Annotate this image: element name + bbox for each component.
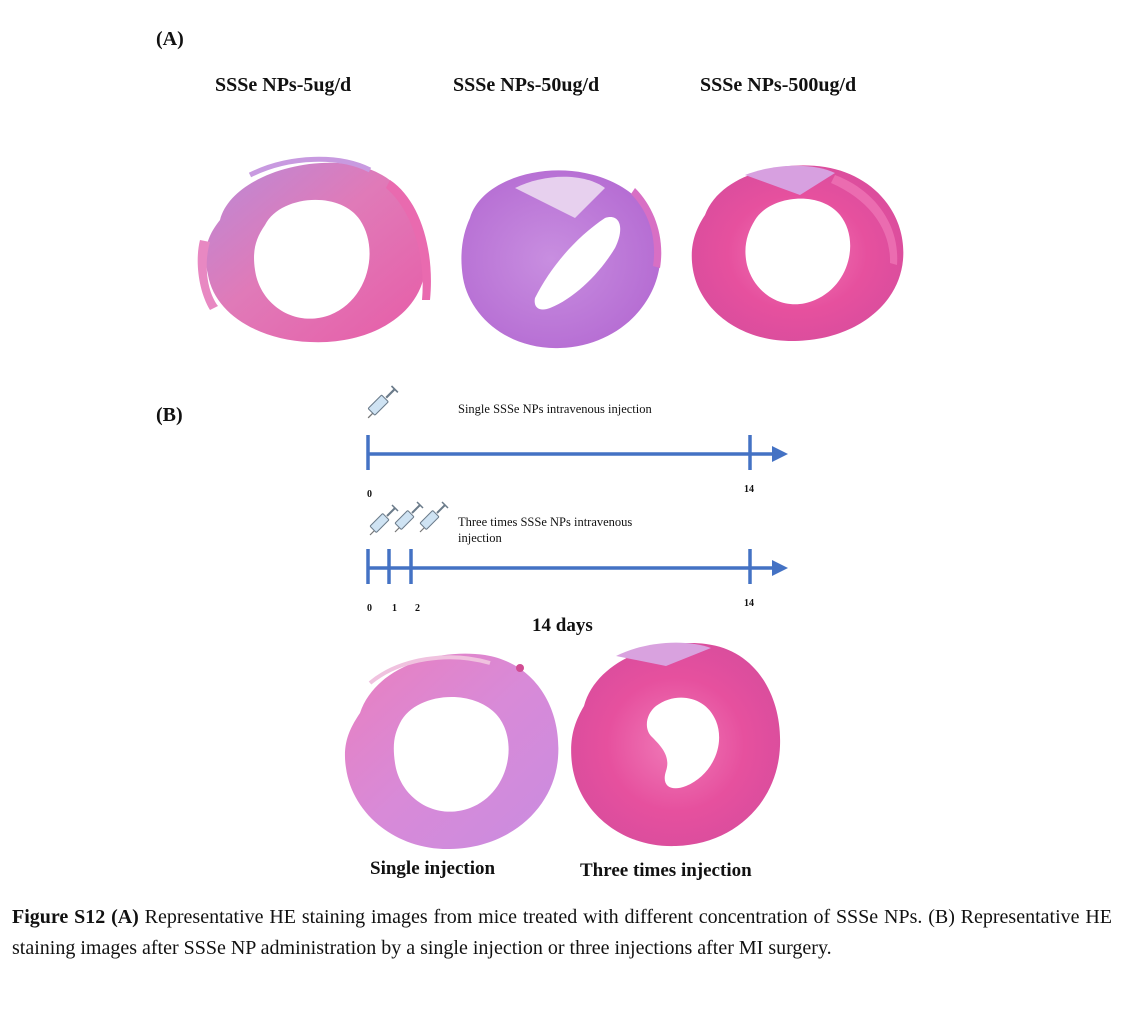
syringe-icon [418,501,449,533]
figure-caption-label: Figure S12 (A) [12,906,139,928]
column-title-50ug: SSSe NPs-50ug/d [453,74,600,96]
timeline-2-label: Three times SSSe NPs intravenous injecti… [458,515,633,545]
syringe-icon [367,384,399,419]
column-title-5ug: SSSe NPs-5ug/d [215,74,352,96]
timeline-1 [366,435,788,470]
column-title-500ug: SSSe NPs-500ug/d [700,74,857,96]
timeline-2-tick-label-1: 1 [392,603,397,614]
he-stain-image-three-injections [571,642,781,847]
days-label: 14 days [532,615,593,636]
timeline-1-arrowhead [772,446,788,462]
figure-caption-text: Representative HE staining images from m… [12,906,1113,959]
timeline-2-arrowhead [772,560,788,576]
he-stain-image-50ug [461,170,662,349]
timeline-1-label: Single SSSe NPs intravenous injection [458,402,652,416]
three-times-injection-label: Three times injection [580,860,752,881]
figure-caption: Figure S12 (A) Representative HE stainin… [12,902,1112,964]
timeline-2-tick-label-14: 14 [744,598,754,609]
he-stain-image-5ug [197,156,431,343]
he-stain-image-500ug [691,165,904,342]
timeline-2-tick-label-0: 0 [367,603,372,614]
he-stain-image-single-injection [344,653,559,850]
timeline-2 [366,549,788,584]
timeline-2-tick-label-2: 2 [415,603,420,614]
single-injection-label: Single injection [370,858,496,879]
panel-b-label: (B) [156,404,183,426]
timeline-1-tick-label-0: 0 [367,489,372,500]
timeline-1-tick-label-14: 14 [744,484,754,495]
panel-a-label: (A) [156,28,184,50]
